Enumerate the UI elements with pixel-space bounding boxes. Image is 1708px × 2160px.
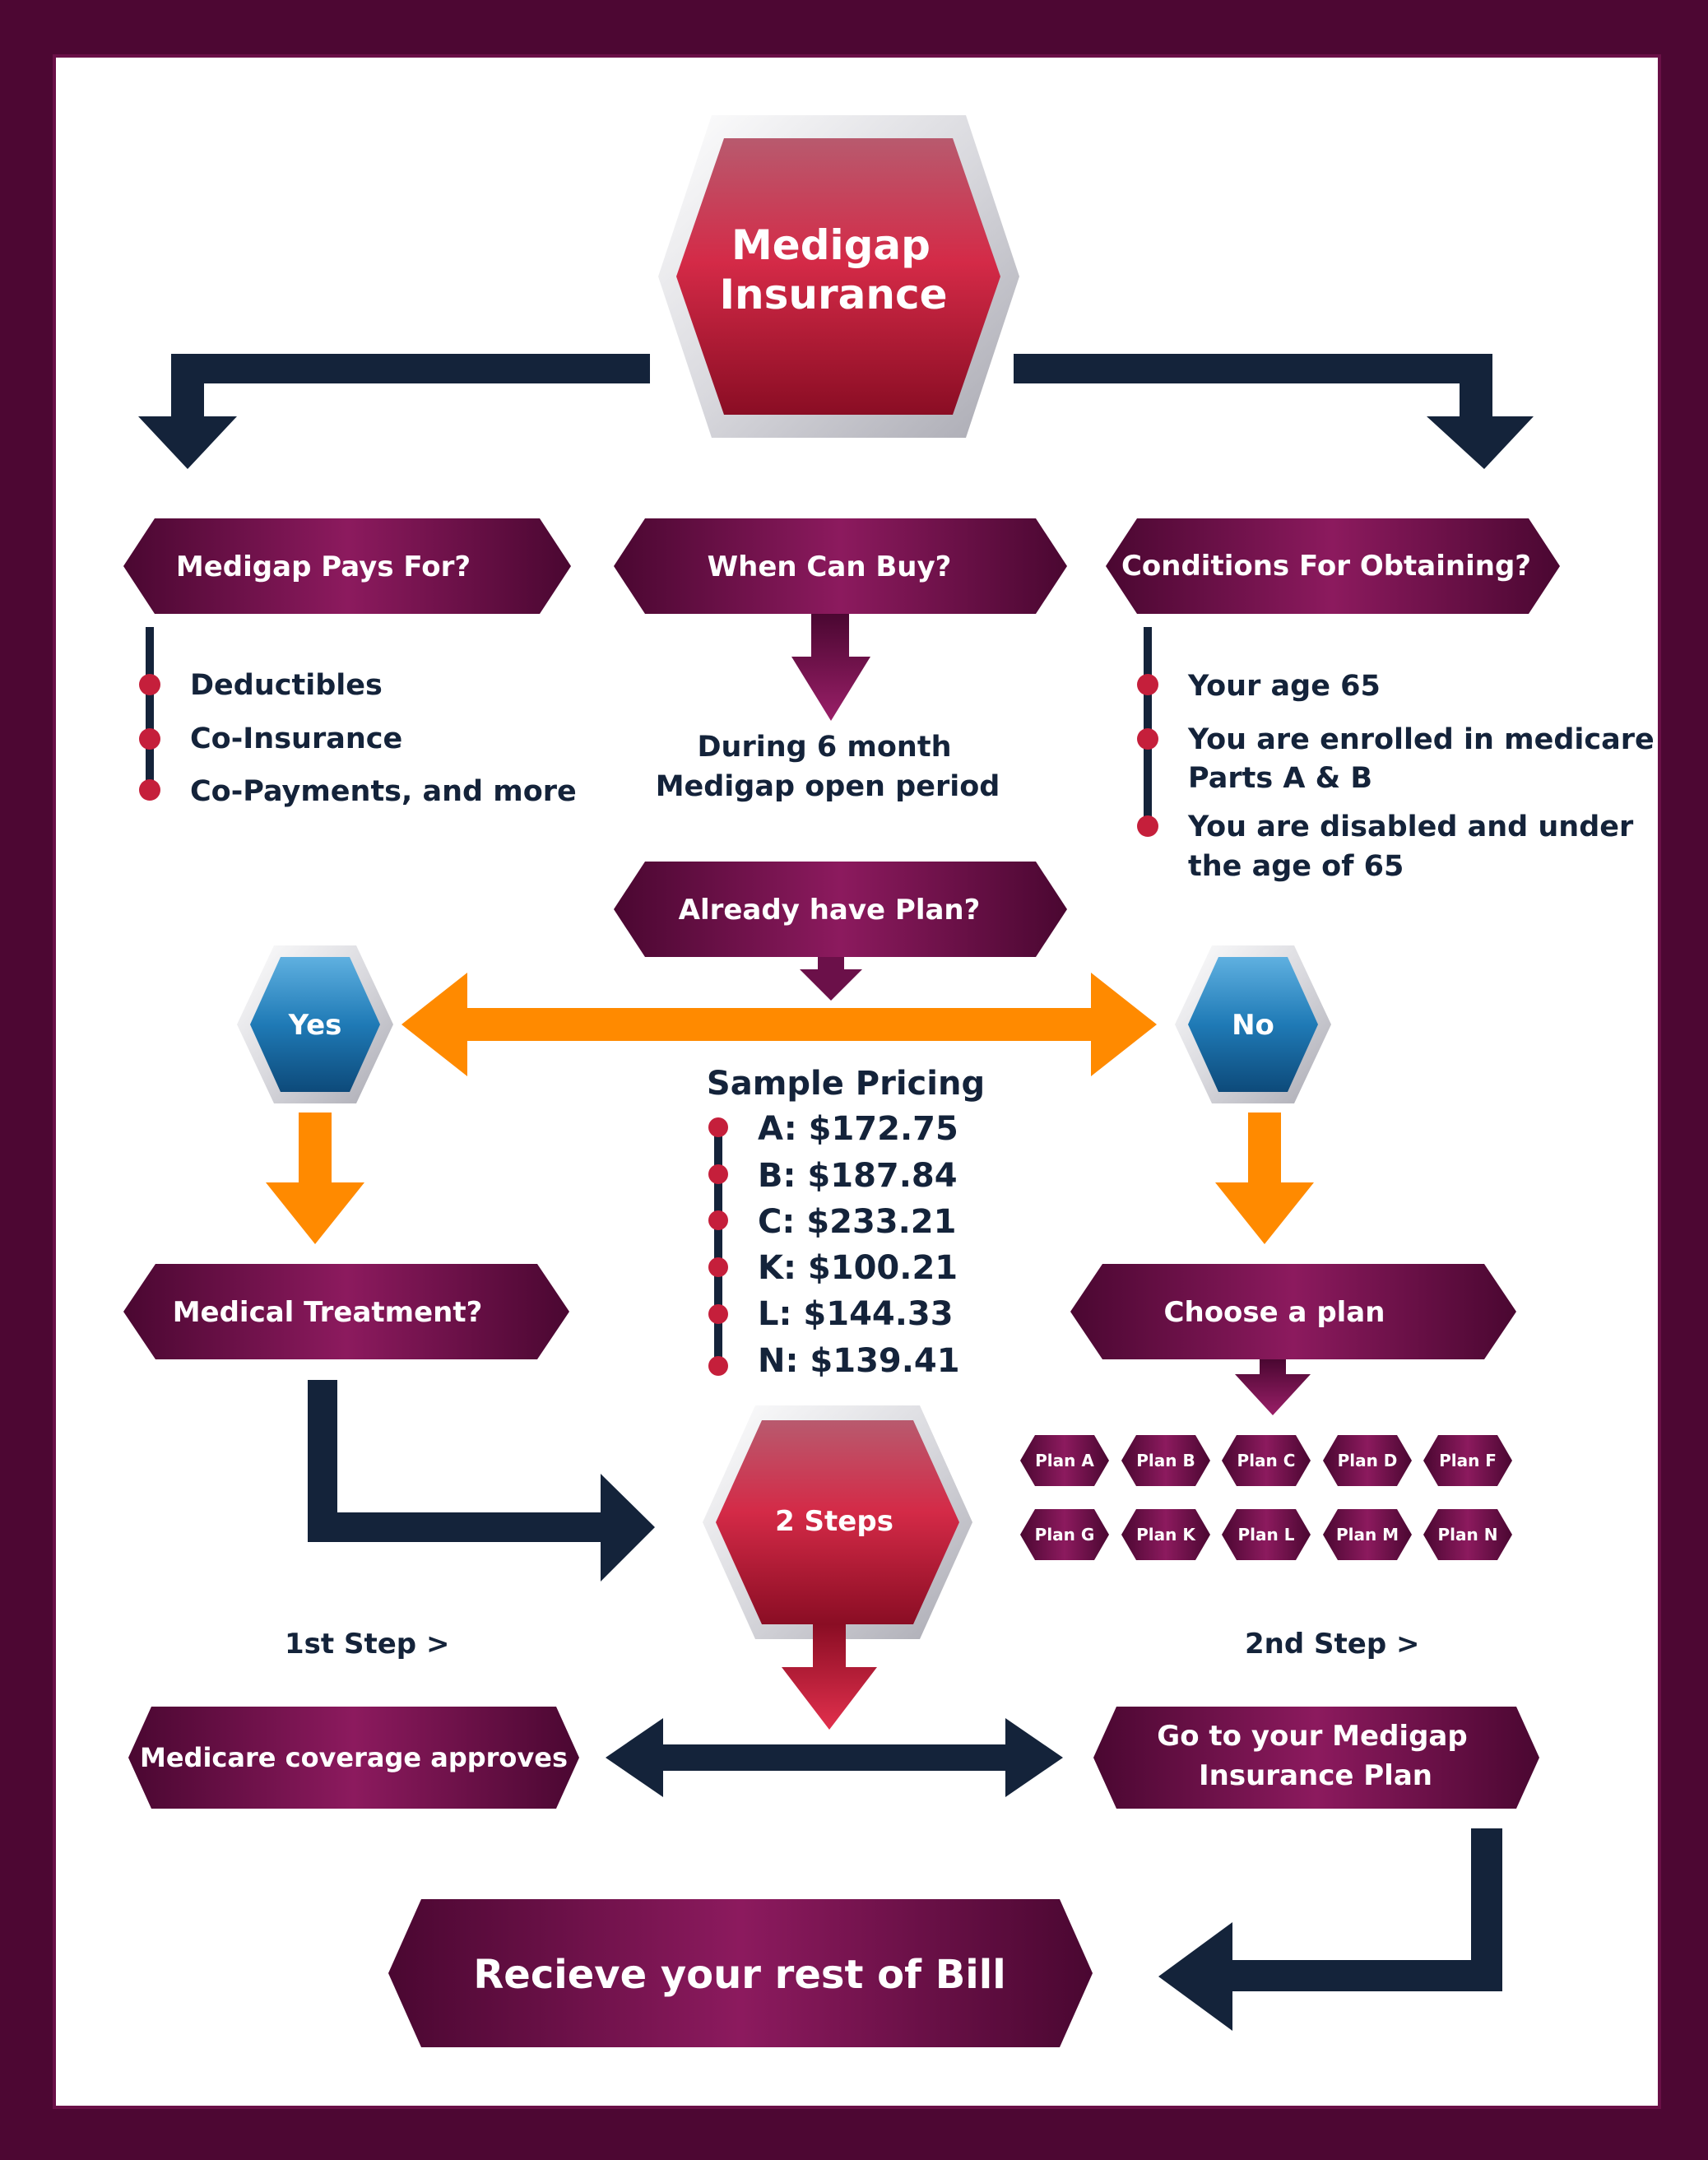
price-item: A: $172.75 [758,1110,958,1148]
condition-item: You are disabled and under [1187,811,1634,843]
banner-go-to-plan: Go to your Medigap Insurance Plan [1093,1707,1539,1809]
pays-for-label: Medigap Pays For? [176,550,471,583]
banner-receive-bill: Recieve your rest of Bill [388,1899,1093,2047]
title-hexagon: Medigap Insurance [658,115,1019,438]
arrow-treatment-to-steps [308,1380,655,1582]
condition-item: Your age 65 [1187,670,1381,703]
svg-text:Plan B: Plan B [1136,1451,1195,1470]
go-to-plan-line-2: Insurance Plan [1199,1759,1432,1792]
receive-bill-label: Recieve your rest of Bill [473,1952,1005,1998]
no-label: No [1232,1009,1274,1042]
when-buy-answer-line-1: During 6 month [697,731,951,764]
two-steps-hexagon: 2 Steps [703,1405,972,1639]
choose-plan-label: Choose a plan [1164,1296,1385,1329]
banner-pays-for: Medigap Pays For? [123,518,571,614]
plan-chip[interactable]: Plan A [1020,1435,1109,1486]
infographic-canvas: Medigap Insurance Medigap Pays For? When… [56,58,1658,2106]
svg-text:Plan C: Plan C [1237,1451,1296,1470]
svg-text:Plan N: Plan N [1438,1525,1498,1545]
pays-for-item: Co-Insurance [190,722,402,755]
condition-item-cont: the age of 65 [1188,850,1404,883]
condition-item: You are enrolled in medicare [1187,723,1655,756]
arrow-choose-plan-down [1235,1359,1311,1415]
banner-already-have: Already have Plan? [614,862,1067,957]
plan-chip[interactable]: Plan L [1222,1509,1311,1560]
svg-text:Plan M: Plan M [1336,1525,1399,1545]
navy-double-arrow [606,1718,1063,1797]
svg-text:Plan A: Plan A [1035,1451,1094,1470]
banner-conditions: Conditions For Obtaining? [1106,518,1560,614]
plan-chip[interactable]: Plan B [1121,1435,1210,1486]
arrow-right-down [1014,354,1534,469]
arrow-to-final [1158,1828,1502,2031]
svg-text:Plan K: Plan K [1136,1525,1196,1545]
plan-chip[interactable]: Plan N [1423,1509,1512,1560]
plan-chip[interactable]: Plan D [1323,1435,1412,1486]
banner-when-buy: When Can Buy? [614,518,1067,614]
arrow-yes-down [266,1113,364,1244]
arrow-no-down [1215,1113,1314,1244]
svg-text:Plan F: Plan F [1439,1451,1497,1470]
pricing-title: Sample Pricing [707,1065,985,1103]
price-item: C: $233.21 [758,1203,956,1241]
flowchart-diagram: Medigap Insurance Medigap Pays For? When… [123,115,1655,2047]
condition-item-cont: Parts A & B [1188,762,1372,795]
banner-medical-treatment: Medical Treatment? [123,1264,569,1359]
plan-chip[interactable]: Plan C [1222,1435,1311,1486]
conditions-label: Conditions For Obtaining? [1121,550,1531,583]
title-line-1: Medigap [731,221,931,269]
price-item: L: $144.33 [758,1295,954,1333]
two-steps-label: 2 Steps [775,1505,893,1538]
second-step-label: 2nd Step > [1245,1628,1420,1661]
go-to-plan-line-1: Go to your Medigap [1157,1720,1467,1753]
price-item: N: $139.41 [758,1342,960,1380]
price-item: B: $187.84 [758,1157,958,1195]
when-buy-label: When Can Buy? [708,550,952,583]
no-hexagon: No [1175,945,1331,1103]
already-have-label: Already have Plan? [679,894,981,927]
first-step-label: 1st Step > [285,1628,449,1661]
arrow-left-down [138,354,650,469]
medical-treatment-label: Medical Treatment? [173,1296,483,1329]
plan-grid: Plan A Plan B Plan C Plan D Plan F Plan … [1020,1435,1512,1560]
orange-double-arrow [401,973,1157,1076]
plan-chip[interactable]: Plan G [1020,1509,1109,1560]
svg-text:Plan D: Plan D [1338,1451,1398,1470]
arrow-steps-down [782,1624,877,1730]
plan-chip[interactable]: Plan F [1423,1435,1512,1486]
when-buy-answer-line-2: Medigap open period [656,770,1000,803]
conditions-list: Your age 65 You are enrolled in medicare… [1137,627,1655,883]
title-line-2: Insurance [719,271,947,318]
svg-text:Plan G: Plan G [1035,1525,1095,1545]
plan-chip[interactable]: Plan K [1121,1509,1210,1560]
arrow-when-buy-down [791,614,870,721]
pays-for-item: Co-Payments, and more [190,775,577,808]
sample-pricing: Sample Pricing A: $172.75 B: $187.84 C: … [707,1065,985,1380]
svg-text:Plan L: Plan L [1238,1525,1295,1545]
medicare-approves-label: Medicare coverage approves [140,1742,568,1773]
arrow-already-have-down [800,957,862,1001]
yes-label: Yes [288,1009,342,1042]
price-item: K: $100.21 [758,1249,958,1287]
pays-for-item: Deductibles [190,669,383,702]
yes-hexagon: Yes [237,945,393,1103]
pays-for-list: Deductibles Co-Insurance Co-Payments, an… [139,627,577,808]
banner-choose-plan: Choose a plan [1070,1264,1516,1359]
banner-medicare-approves: Medicare coverage approves [128,1707,579,1809]
plan-chip[interactable]: Plan M [1323,1509,1412,1560]
